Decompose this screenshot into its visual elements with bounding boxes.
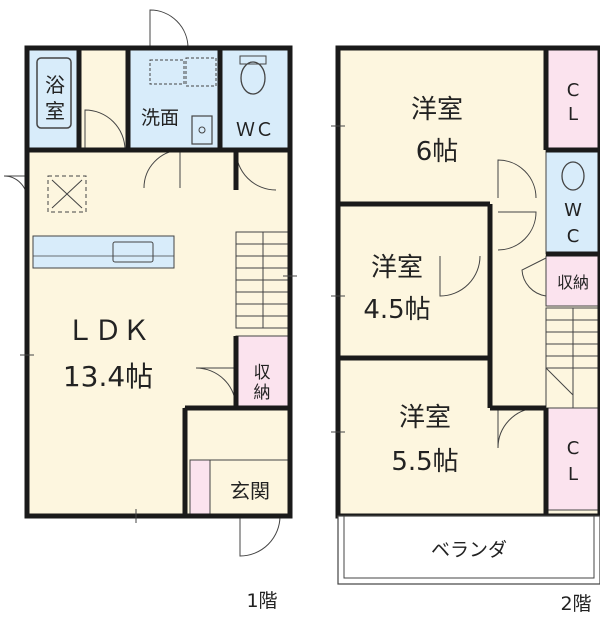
closet-top-label-1: C bbox=[567, 80, 580, 101]
closet-top bbox=[545, 47, 600, 151]
toilet2-icon bbox=[561, 161, 585, 191]
veranda bbox=[337, 515, 600, 585]
entrance-floor bbox=[209, 459, 291, 517]
floor2-label: 2階 bbox=[560, 593, 591, 615]
room-bottom-size: 5.5帖 bbox=[391, 447, 458, 477]
kitchen-counter bbox=[32, 235, 175, 269]
closet-top-label-2: L bbox=[568, 104, 578, 125]
wc1-label: ＷＣ bbox=[236, 119, 274, 141]
ldk-name: ＬＤＫ bbox=[66, 314, 150, 347]
window-marks-floor2 bbox=[331, 125, 345, 433]
ldk-size: 13.4帖 bbox=[63, 360, 153, 393]
veranda-inner bbox=[343, 515, 595, 579]
floor-1: 浴 室 洗面 ＷＣ ＬＤＫ 13.4帖 収 納 玄関 1階 bbox=[3, 9, 297, 612]
wc2-room bbox=[545, 149, 600, 255]
sink-icon bbox=[191, 115, 213, 145]
shoe-box bbox=[189, 459, 211, 517]
washroom-label: 洗面 bbox=[141, 107, 179, 129]
kitchen-sink-icon bbox=[112, 241, 154, 263]
room-mid-size: 4.5帖 bbox=[363, 295, 430, 325]
closet-bottom-label-1: C bbox=[567, 438, 580, 459]
entrance-label: 玄関 bbox=[230, 479, 270, 503]
storage2-label: 収納 bbox=[557, 273, 589, 292]
bathtub bbox=[36, 57, 72, 129]
stairs-floor2 bbox=[545, 307, 600, 409]
fridge-space-icon bbox=[185, 57, 217, 87]
washroom bbox=[127, 47, 221, 151]
wc2-label-2: C bbox=[567, 226, 580, 247]
bath-label-1: 浴 bbox=[45, 73, 65, 97]
room-top-size: 6帖 bbox=[416, 137, 459, 167]
room-bottom-name: 洋室 bbox=[399, 403, 451, 433]
closet-bottom-label-2: L bbox=[568, 464, 578, 485]
floor-2: 洋室 6帖 洋室 4.5帖 洋室 5.5帖 C L C L W C 収納 ベラン… bbox=[331, 45, 600, 615]
closet-bottom bbox=[545, 407, 600, 511]
floor1-label: 1階 bbox=[246, 590, 277, 612]
storage-floor1 bbox=[235, 335, 291, 409]
walls-floor1 bbox=[24, 45, 293, 519]
sink-drain-icon bbox=[198, 126, 206, 134]
toilet-tank-icon bbox=[239, 55, 267, 65]
room-top-name: 洋室 bbox=[411, 95, 463, 125]
room-mid-name: 洋室 bbox=[371, 253, 423, 283]
toilet-icon bbox=[240, 61, 266, 95]
bath-label-2: 室 bbox=[45, 99, 65, 123]
window-marks-floor1 bbox=[20, 275, 297, 523]
storage1-label-2: 納 bbox=[254, 383, 271, 403]
fridge-icon bbox=[47, 175, 87, 213]
door-swings-floor2 bbox=[439, 159, 547, 449]
walls-floor2 bbox=[335, 45, 600, 519]
wc2-label-1: W bbox=[564, 200, 582, 221]
washer-pan-icon bbox=[149, 59, 185, 85]
veranda-label: ベランダ bbox=[431, 539, 507, 561]
storage1-label-1: 収 bbox=[254, 363, 271, 383]
